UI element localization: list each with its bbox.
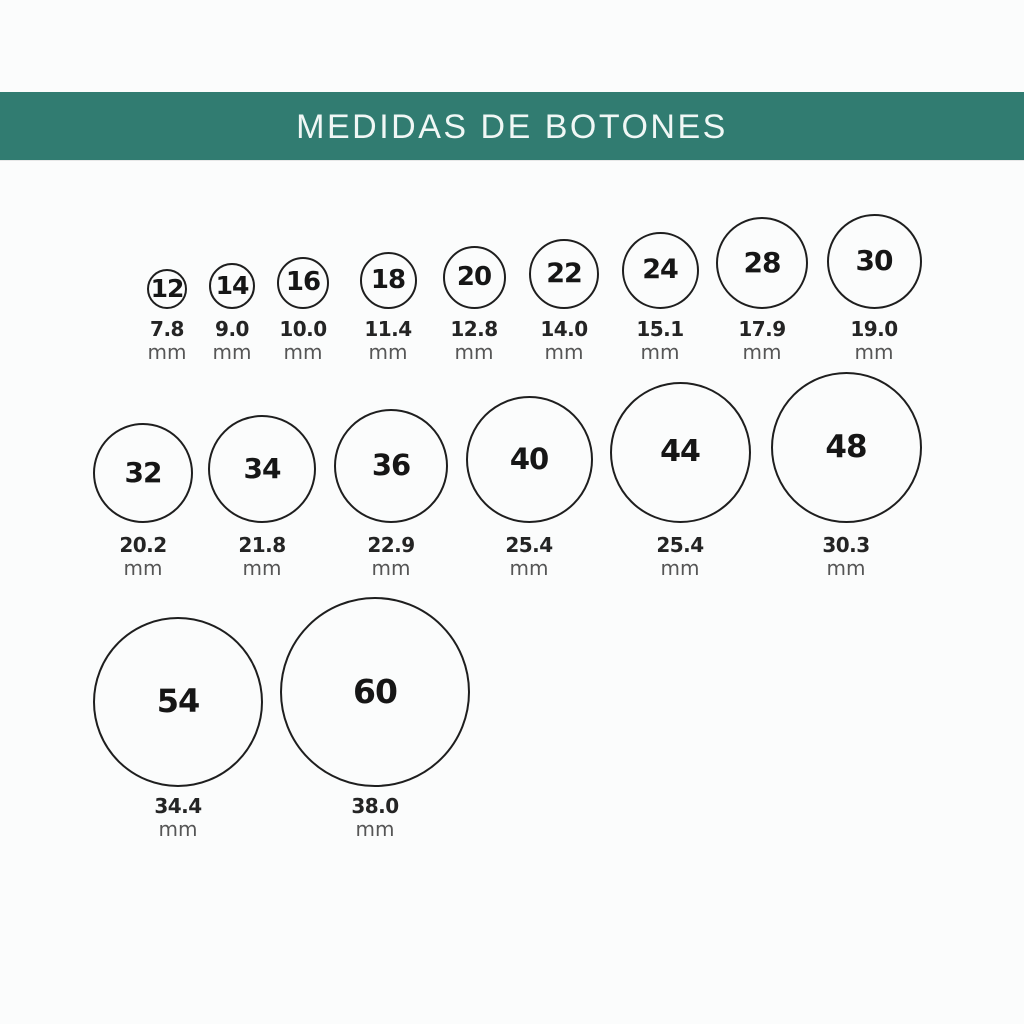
mm-value: 20.2 — [119, 533, 167, 557]
mm-unit: mm — [826, 556, 866, 580]
button-number: 30 — [855, 244, 894, 278]
button-number: 18 — [370, 264, 406, 295]
button-number: 28 — [743, 245, 782, 279]
mm-unit: mm — [283, 340, 323, 364]
mm-unit: mm — [212, 340, 252, 364]
mm-unit: mm — [640, 340, 680, 364]
mm-value: 10.0 — [279, 317, 327, 341]
mm-unit: mm — [509, 556, 549, 580]
button-number: 36 — [371, 447, 411, 482]
button-number: 40 — [509, 441, 549, 476]
mm-unit: mm — [355, 817, 395, 841]
mm-value: 12.8 — [450, 317, 498, 341]
mm-unit: mm — [158, 817, 198, 841]
button-number: 24 — [642, 254, 679, 286]
button-circle-16: 16 — [277, 257, 329, 309]
button-circle-24: 24 — [621, 232, 699, 309]
mm-value: 11.4 — [364, 317, 412, 341]
mm-unit: mm — [147, 340, 187, 364]
mm-value: 22.9 — [367, 533, 415, 557]
mm-unit: mm — [454, 340, 494, 364]
button-circle-12: 12 — [147, 269, 187, 309]
mm-value: 7.8 — [150, 317, 184, 341]
button-circle-34: 34 — [208, 415, 316, 523]
mm-unit: mm — [242, 556, 282, 580]
button-circle-36: 36 — [334, 409, 448, 523]
mm-value: 9.0 — [215, 317, 249, 341]
button-number: 54 — [156, 681, 201, 720]
button-circle-48: 48 — [770, 372, 922, 523]
button-circle-18: 18 — [359, 252, 417, 309]
mm-value: 34.4 — [154, 794, 202, 818]
button-number: 20 — [456, 261, 492, 292]
button-circle-60: 60 — [280, 597, 470, 787]
button-number: 16 — [285, 267, 321, 298]
mm-unit: mm — [371, 556, 411, 580]
mm-unit: mm — [368, 340, 408, 364]
button-number: 22 — [546, 257, 583, 289]
button-number: 32 — [124, 455, 163, 489]
button-circle-14: 14 — [209, 263, 255, 309]
button-circle-32: 32 — [93, 423, 193, 523]
button-circle-28: 28 — [716, 217, 808, 309]
button-circle-30: 30 — [826, 214, 922, 309]
button-number: 14 — [215, 270, 250, 300]
button-circle-22: 22 — [529, 239, 599, 309]
mm-value: 21.8 — [238, 533, 286, 557]
button-number: 48 — [825, 428, 867, 465]
mm-value: 25.4 — [656, 533, 704, 557]
mm-unit: mm — [742, 340, 782, 364]
mm-unit: mm — [854, 340, 894, 364]
mm-unit: mm — [544, 340, 584, 364]
button-circle-40: 40 — [465, 396, 593, 523]
mm-unit: mm — [660, 556, 700, 580]
mm-value: 25.4 — [505, 533, 553, 557]
button-circle-44: 44 — [609, 382, 751, 523]
button-circle-20: 20 — [442, 246, 506, 309]
page-title: MEDIDAS DE BOTONES — [296, 107, 728, 146]
mm-value: 19.0 — [850, 317, 898, 341]
button-number: 44 — [660, 433, 701, 469]
mm-value: 17.9 — [738, 317, 786, 341]
mm-value: 14.0 — [540, 317, 588, 341]
mm-value: 38.0 — [351, 794, 399, 818]
title-bar: MEDIDAS DE BOTONES — [0, 92, 1024, 160]
button-number: 12 — [150, 273, 185, 303]
mm-value: 30.3 — [822, 533, 870, 557]
button-number: 60 — [353, 671, 398, 711]
mm-value: 15.1 — [636, 317, 684, 341]
button-number: 34 — [243, 451, 282, 485]
button-circle-54: 54 — [93, 617, 263, 787]
mm-unit: mm — [123, 556, 163, 580]
